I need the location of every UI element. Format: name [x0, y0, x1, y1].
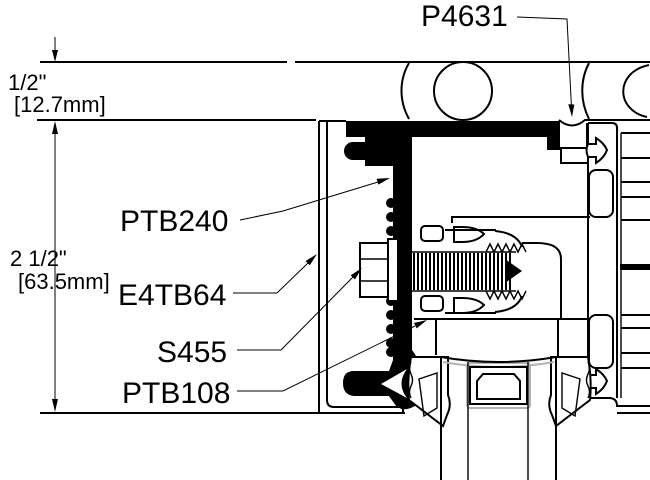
dim-half-imperial: 1/2" — [8, 70, 46, 95]
gasket-left-squiggle — [408, 361, 414, 399]
band-arc-right — [622, 64, 650, 118]
glazing — [407, 319, 592, 480]
bullet-fin-upper — [453, 226, 486, 243]
member-top-edge — [588, 122, 618, 398]
s455-fastener — [359, 238, 527, 302]
e4tb64-channel — [318, 120, 404, 413]
glazing-gasket-right — [548, 356, 592, 428]
shaft-outline — [412, 251, 516, 292]
gasket-right-squiggle — [585, 361, 591, 399]
arrow-p4631 — [568, 104, 575, 117]
dim-two-half-imperial: 2 1/2" — [10, 246, 67, 271]
arrow-ptb240 — [376, 178, 390, 185]
dim-half-arrow-down — [52, 50, 58, 62]
mid-structure-line-right — [558, 119, 650, 127]
structure-lines — [37, 61, 650, 414]
gasket-leaf-cutout — [381, 369, 407, 398]
glass-outer-surfaces — [440, 357, 557, 480]
label-ptb108: PTB108 — [122, 377, 230, 410]
band-arc-left — [400, 62, 410, 120]
upper-chamber-web — [451, 216, 590, 223]
spline-slot-lower — [420, 295, 444, 312]
arrow-ptb108 — [414, 320, 427, 329]
gasket-clip-upper — [585, 136, 609, 165]
bullet-fin-lower — [453, 297, 486, 314]
washer-flange — [387, 238, 399, 302]
label-s455: S455 — [157, 336, 227, 369]
serration-bottom — [485, 289, 527, 301]
leader-e4tb64 — [233, 262, 309, 294]
thermal-break-top-bar — [346, 121, 560, 137]
thermal-break-left-finger — [344, 142, 378, 160]
screw-threads — [413, 253, 511, 290]
boss-throat-lower — [494, 295, 523, 313]
dim-half-metric: [12.7mm] — [14, 92, 106, 117]
dimension-half-inch: 1/2" [12.7mm] — [8, 37, 106, 117]
gasket-left-cutout — [418, 372, 438, 418]
igu-spacer-inner — [476, 373, 521, 400]
serration-top — [485, 242, 527, 254]
backer-rod-band — [400, 61, 650, 121]
screw-chase-lower — [588, 314, 614, 369]
band-arc-mid — [581, 62, 590, 120]
glass-top-edge — [440, 356, 557, 363]
label-ptb240: PTB240 — [120, 205, 228, 238]
member-ribs — [621, 132, 650, 369]
member-bottom-edge — [588, 397, 650, 407]
arrow-e4tb64 — [305, 254, 317, 266]
dimension-two-half-inch: 2 1/2" [63.5mm] — [10, 121, 110, 412]
p4631-pocket — [560, 123, 588, 164]
hex-head-facets — [360, 258, 388, 282]
boss-top-edge — [445, 229, 496, 314]
member-black-rib — [620, 264, 650, 270]
label-e4tb64: E4TB64 — [118, 279, 226, 312]
right-member — [585, 122, 650, 407]
boss-throat-upper — [494, 230, 523, 248]
thermal-break-stem — [393, 137, 412, 360]
boss-collar — [522, 242, 562, 319]
thermal-break-right-tab — [547, 121, 560, 150]
screw-tip — [505, 259, 522, 283]
arrow-s455 — [350, 268, 362, 280]
leader-ptb108 — [237, 325, 416, 392]
leader-ptb240 — [239, 181, 379, 221]
channel-inner-wall — [326, 121, 404, 413]
dim-two-half-metric: [63.5mm] — [18, 269, 110, 294]
screw-chase-upper — [588, 169, 614, 218]
backer-rod-circle — [433, 61, 493, 121]
part-labels: P4631 PTB240 E4TB64 S455 PTB108 — [118, 0, 575, 410]
dim-two-half-arrow-down — [52, 399, 58, 412]
label-p4631: P4631 — [421, 0, 508, 33]
dim-two-half-arrow-up — [52, 121, 58, 134]
glazing-gasket-left — [407, 356, 451, 428]
hex-head — [359, 242, 389, 298]
leader-s455 — [237, 276, 354, 351]
leader-p4631 — [516, 16, 572, 109]
gasket-right-cutout — [561, 372, 581, 418]
spline-slot-upper — [420, 225, 444, 242]
